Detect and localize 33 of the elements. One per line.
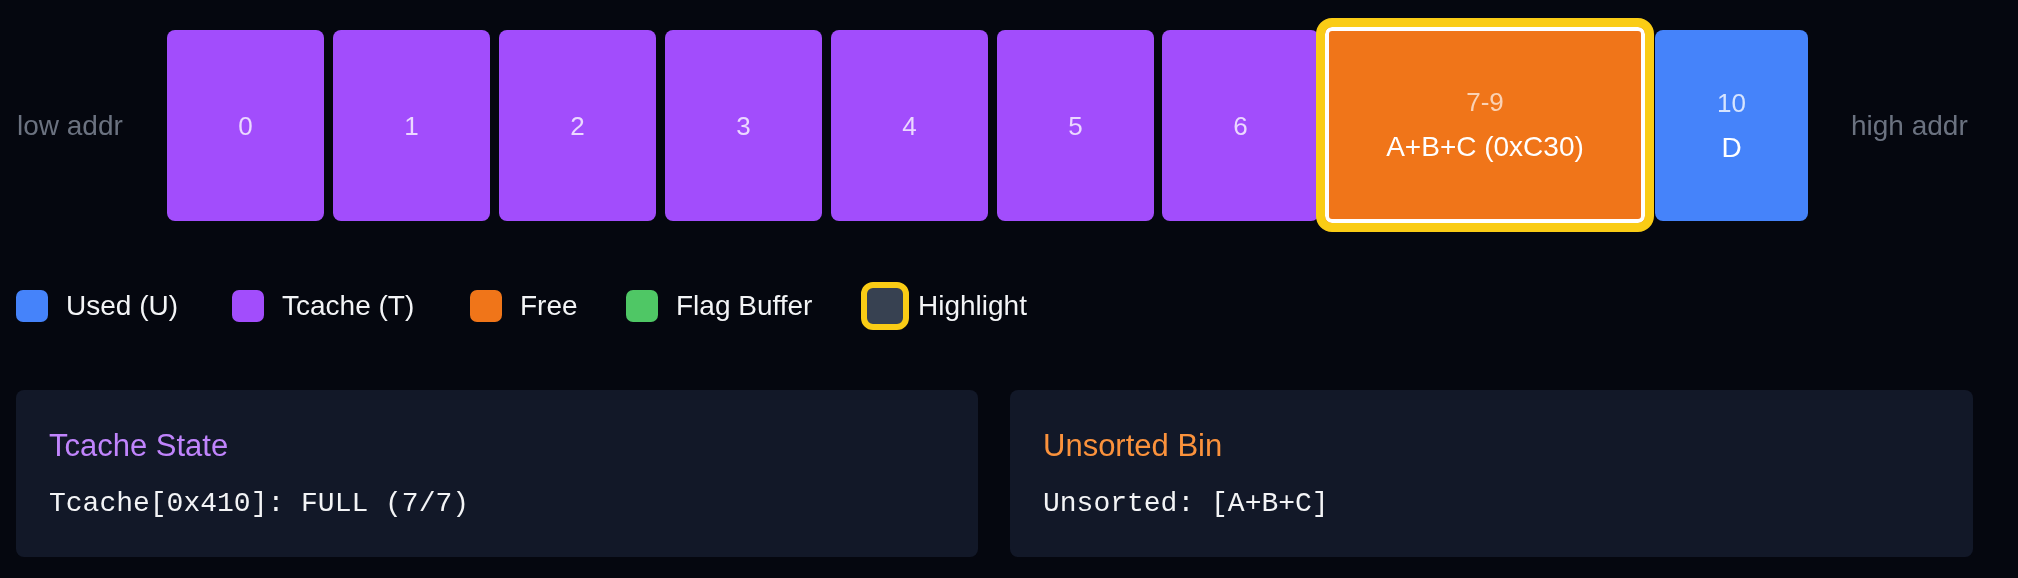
memory-chunk [333,30,490,221]
chunk-index: 7-9 [1466,87,1504,117]
info-panel [16,390,978,557]
chunk-index: 4 [902,110,917,141]
panel-title: Tcache State [49,430,229,462]
memory-chunk [1655,30,1808,221]
memory-chunk [167,30,324,221]
chunk-index: 0 [238,110,253,141]
memory-chunk [997,30,1154,221]
panel-text: Unsorted: [A+B+C] [1043,488,1329,520]
memory-chunk [499,30,656,221]
legend-label: Free [520,290,578,322]
chunk-index: 3 [736,110,751,141]
chunk-index: 10 [1717,87,1746,118]
address-label: high addr [1851,110,1968,142]
legend-label: Flag Buffer [676,290,813,322]
memory-chunk [831,30,988,221]
info-panel [1010,390,1973,557]
address-label: low addr [17,110,123,142]
legend-label: Used (U) [66,290,178,322]
panel-title: Unsorted Bin [1043,430,1223,462]
legend-label: Tcache (T) [282,290,415,322]
chunk-label: A+B+C (0xC30) [1386,131,1584,163]
chunk-index: 1 [404,110,419,141]
memory-chunk [665,30,822,221]
chunk-index: 2 [570,110,585,141]
chunk-label: D [1721,131,1742,164]
panel-text: Tcache[0x410]: FULL (7/7) [49,488,470,520]
chunk-index: 5 [1068,110,1083,141]
highlighted-memory-chunk [1316,18,1654,232]
chunk-index: 6 [1233,110,1248,141]
legend-label: Highlight [918,290,1027,322]
memory-chunk [1162,30,1319,221]
